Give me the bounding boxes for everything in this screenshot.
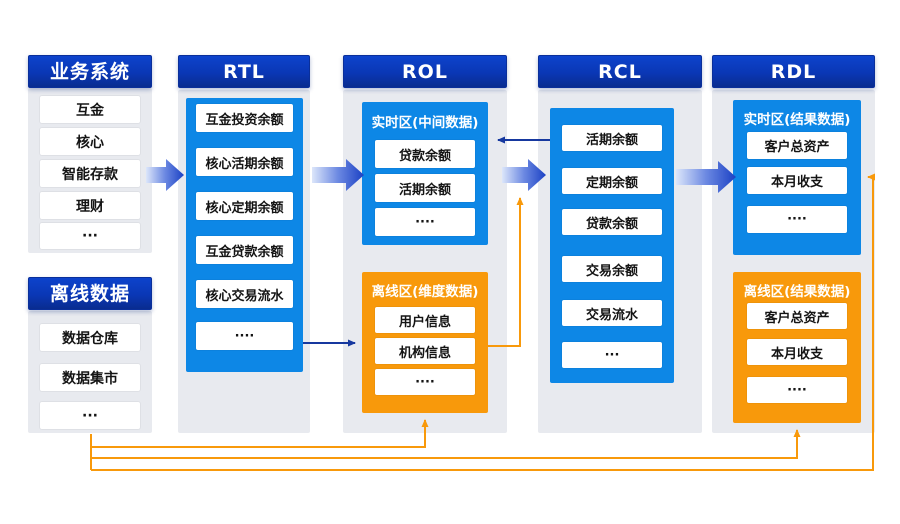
rcl-header: RCL bbox=[538, 55, 702, 88]
rdl-realtime-zone-title: 实时区(结果数据) bbox=[743, 112, 851, 128]
connector-offline-to-rdl-offline bbox=[91, 429, 801, 459]
offline-data-header: 离线数据 bbox=[28, 277, 152, 310]
business-system-item: 互金 bbox=[40, 96, 140, 123]
rol-offline-item: 用户信息 bbox=[375, 307, 475, 333]
offline-data-item: 数据集市 bbox=[40, 364, 140, 391]
rol-offline-item: 机构信息 bbox=[375, 338, 475, 364]
rol-realtime-item: ···· bbox=[375, 208, 475, 236]
rdl-offline-zone-title: 离线区(结果数据) bbox=[743, 284, 851, 300]
rcl-item: 贷款余额 bbox=[562, 209, 662, 235]
rol-offline-zone-title: 离线区(维度数据) bbox=[371, 284, 479, 300]
rcl-item: ··· bbox=[562, 342, 662, 368]
business-system-item: 智能存款 bbox=[40, 160, 140, 187]
rol-header: ROL bbox=[343, 55, 507, 88]
business-system-item: ··· bbox=[40, 223, 140, 249]
rcl-item: 活期余额 bbox=[562, 125, 662, 151]
rcl-item: 交易余额 bbox=[562, 256, 662, 282]
rdl-realtime-item: ···· bbox=[747, 206, 847, 233]
rol-realtime-item: 贷款余额 bbox=[375, 140, 475, 168]
rtl-item: 核心活期余额 bbox=[196, 148, 293, 176]
rtl-item: ···· bbox=[196, 322, 293, 350]
rdl-realtime-item: 本月收支 bbox=[747, 167, 847, 194]
rdl-offline-item: 本月收支 bbox=[747, 339, 847, 365]
rdl-header: RDL bbox=[712, 55, 875, 88]
rol-offline-item: ···· bbox=[375, 369, 475, 395]
rtl-item: 核心交易流水 bbox=[196, 280, 293, 308]
rcl-item: 定期余额 bbox=[562, 168, 662, 194]
offline-data-item: ··· bbox=[40, 402, 140, 429]
rtl-item: 核心定期余额 bbox=[196, 192, 293, 220]
rol-realtime-zone-title: 实时区(中间数据) bbox=[371, 115, 479, 131]
offline-data-item: 数据仓库 bbox=[40, 324, 140, 351]
business-system-item: 理财 bbox=[40, 192, 140, 219]
rdl-realtime-item: 客户总资产 bbox=[747, 132, 847, 159]
rdl-offline-item: 客户总资产 bbox=[747, 303, 847, 329]
rtl-item: 互金投资余额 bbox=[196, 104, 293, 132]
rtl-header: RTL bbox=[178, 55, 310, 88]
rtl-item: 互金贷款余额 bbox=[196, 236, 293, 264]
business-system-item: 核心 bbox=[40, 128, 140, 155]
rol-realtime-item: 活期余额 bbox=[375, 174, 475, 202]
rdl-offline-item: ···· bbox=[747, 377, 847, 403]
business-system-header: 业务系统 bbox=[28, 55, 152, 88]
rcl-item: 交易流水 bbox=[562, 300, 662, 326]
